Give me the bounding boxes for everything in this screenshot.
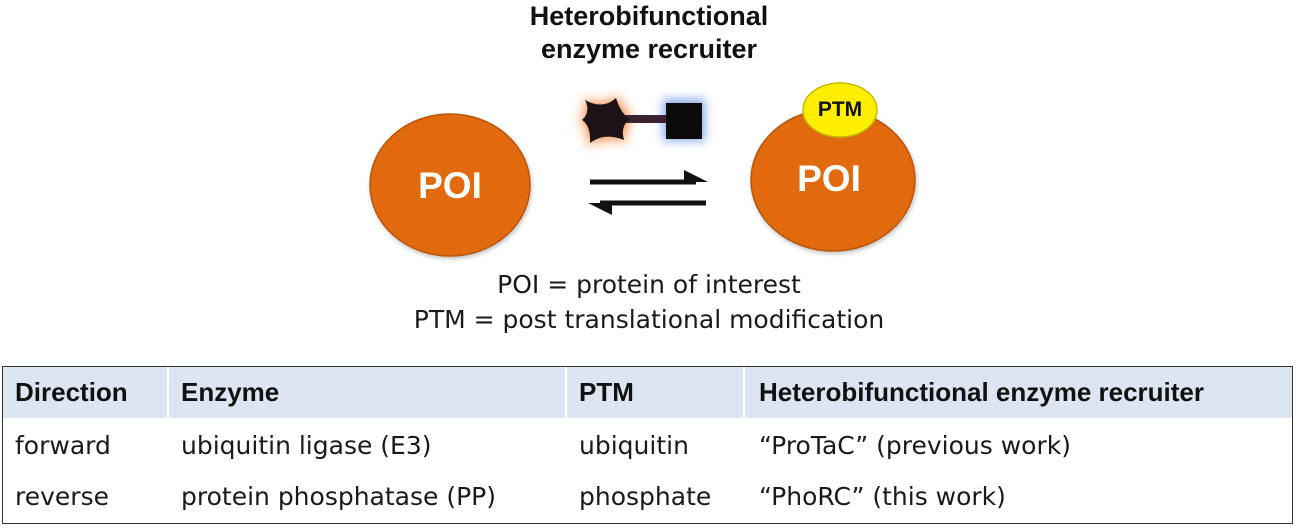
ptm-badge-ellipse [802,82,878,138]
equilibrium-arrows [588,170,708,215]
header-ptm: PTM [579,377,634,407]
right-protein-label: POI [797,158,861,199]
header-divider [565,367,567,418]
table-header-row: Direction Enzyme PTM Heterobifunctional … [3,367,1292,418]
cell-ptm: ubiquitin [579,430,689,460]
ptm-badge-label: PTM [817,98,863,121]
reaction-diagram [369,82,916,257]
recruiter-linker [618,115,670,123]
header-direction: Direction [15,377,128,407]
cell-enzyme: ubiquitin ligase (E3) [181,430,432,460]
cell-recruiter: “PhoRC” (this work) [759,481,1006,511]
recruiter-right-warhead [666,103,702,139]
legend-line-2: PTM = post translational modification [413,305,885,334]
cell-enzyme: protein phosphatase (PP) [181,481,497,511]
header-divider [743,367,745,418]
header-divider [167,367,169,418]
header-enzyme: Enzyme [181,377,280,407]
title-line-2: enzyme recruiter [540,34,758,64]
left-protein-label: POI [418,165,482,206]
header-recruiter: Heterobifunctional enzyme recruiter [759,377,1204,407]
cell-ptm: phosphate [579,481,712,511]
cell-direction: forward [15,430,111,460]
enzyme-table: Direction Enzyme PTM Heterobifunctional … [2,366,1293,524]
recruiter-left-warhead [582,98,630,143]
left-protein-ellipse [369,113,531,257]
legend-line-1: POI = protein of interest [497,270,801,299]
table-row: reverse protein phosphatase (PP) phospha… [3,471,1292,521]
cell-recruiter: “ProTaC” (previous work) [759,430,1071,460]
title-line-1: Heterobifunctional [529,1,769,31]
cell-direction: reverse [15,481,109,511]
table-row: forward ubiquitin ligase (E3) ubiquitin … [3,420,1292,470]
